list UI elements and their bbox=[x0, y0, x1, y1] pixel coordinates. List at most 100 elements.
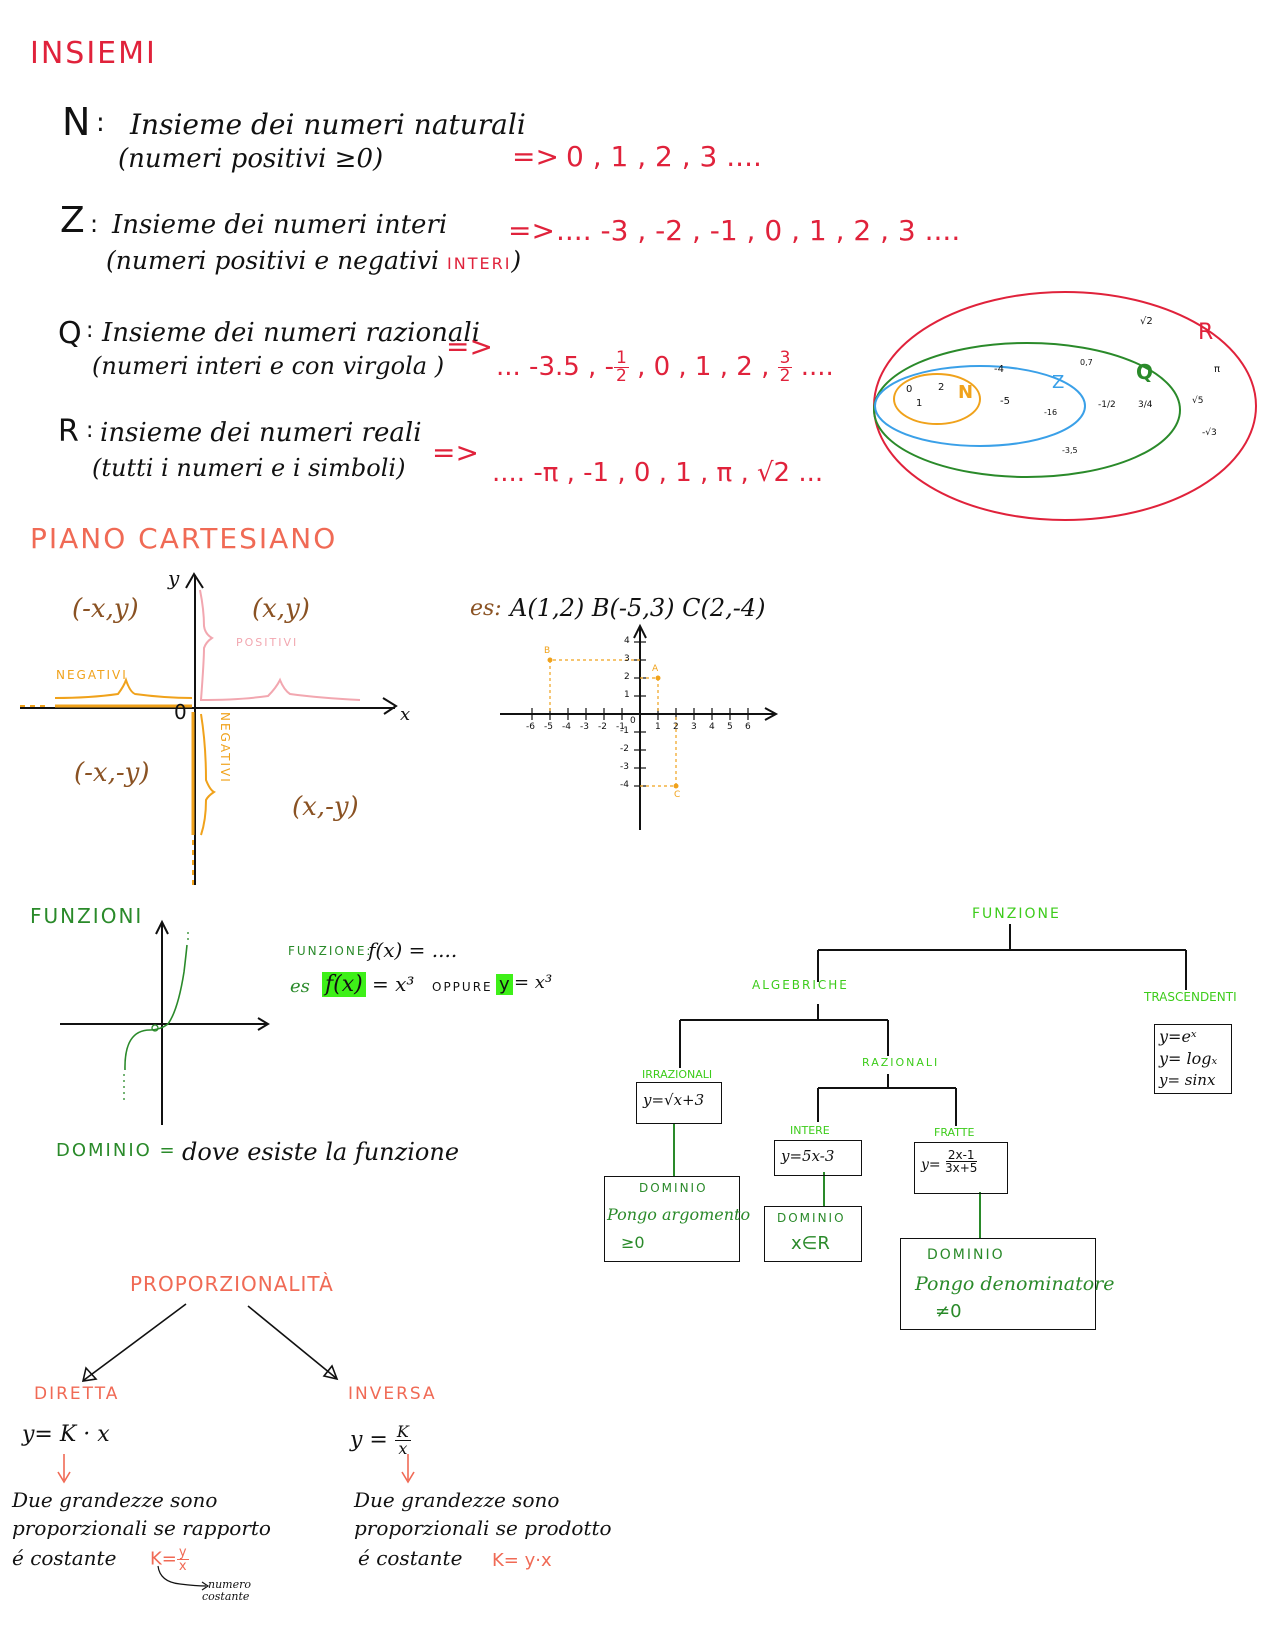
set-n-arrow: => bbox=[512, 140, 559, 173]
point-a-label: A bbox=[652, 664, 659, 674]
venn-n-item: 0 bbox=[906, 384, 913, 395]
set-r-example: .... -π , -1 , 0 , 1 , π , √2 ... bbox=[492, 458, 824, 488]
inversa-text-3: é costante bbox=[358, 1546, 463, 1570]
small-x-tick-label: -4 bbox=[562, 722, 571, 732]
set-q-ex-mid: , 0 , 1 , 2 , bbox=[637, 352, 770, 382]
set-r-desc: insieme dei numeri reali bbox=[100, 418, 422, 448]
big-y-arrow bbox=[185, 572, 204, 589]
small-x-tick-label: -1 bbox=[616, 722, 625, 732]
negativi-v-brace bbox=[200, 713, 216, 836]
venn-n-item: 1 bbox=[916, 398, 923, 409]
set-n-sub: (numeri positivi ≥0) bbox=[118, 144, 384, 174]
point-b-guides bbox=[549, 659, 640, 714]
diretta-text-1: Due grandezze sono bbox=[12, 1488, 218, 1512]
set-q-ex-pre: ... -3.5 , - bbox=[496, 352, 614, 382]
funzione-es-y: y bbox=[496, 974, 513, 995]
big-x-label: x bbox=[400, 704, 411, 725]
set-z-arrow: => bbox=[508, 214, 555, 247]
arrow-to-inversa-head bbox=[322, 1364, 339, 1381]
intere-dom-title: DOMINIO bbox=[777, 1211, 846, 1225]
set-q-desc: Insieme dei numeri razionali bbox=[102, 318, 480, 348]
small-x-tick-label: -2 bbox=[598, 722, 607, 732]
set-z-example: .... -3 , -2 , -1 , 0 , 1 , 2 , 3 .... bbox=[556, 214, 961, 247]
small-x-tick-label: 6 bbox=[745, 722, 751, 732]
venn-z-label: Z bbox=[1052, 372, 1065, 393]
venn-z-item: -5 bbox=[1000, 396, 1010, 407]
origin-label: 0 bbox=[174, 700, 187, 724]
tree-algebriche-label: ALGEBRICHE bbox=[752, 978, 849, 992]
frac-den: 2 bbox=[779, 366, 791, 386]
colon: : bbox=[90, 210, 99, 238]
frac-den: x bbox=[398, 1439, 408, 1458]
venn-q-item: -3,5 bbox=[1062, 446, 1078, 455]
cubic-inflection bbox=[151, 1024, 159, 1032]
small-x-arrow bbox=[764, 707, 779, 721]
big-x-arrow bbox=[382, 697, 398, 715]
intere-dom-cond: x∈R bbox=[791, 1233, 830, 1254]
small-x-tick-label: 3 bbox=[691, 722, 697, 732]
venn-n-item: 2 bbox=[938, 382, 945, 393]
tree-trascendenti-label: TRASCENDENTI bbox=[1144, 990, 1237, 1004]
set-r-sub: (tutti i numeri e i simboli) bbox=[92, 454, 406, 482]
small-y-ticks bbox=[634, 641, 646, 787]
funzioni-title: FUNZIONI bbox=[30, 904, 144, 928]
small-x-tick-label: -6 bbox=[526, 722, 535, 732]
small-x-tick-label: -5 bbox=[544, 722, 553, 732]
funzione-es-label: es bbox=[290, 976, 310, 997]
inversa-down-arrow-head bbox=[401, 1471, 415, 1484]
tree-irrazionali-label: IRRAZIONALI bbox=[642, 1068, 713, 1081]
irrazionali-box: y=√x+3 bbox=[636, 1082, 722, 1124]
insiemi-title: INSIEMI bbox=[30, 36, 157, 71]
set-n-example: 0 , 1 , 2 , 3 .... bbox=[566, 140, 762, 173]
small-y-tick-label: -1 bbox=[620, 726, 629, 736]
fratte-dom-title: DOMINIO bbox=[927, 1247, 1005, 1263]
diretta-formula: y= K · x bbox=[22, 1422, 110, 1447]
intere-box: y=5x-3 bbox=[774, 1140, 862, 1176]
intere-ex: y=5x-3 bbox=[781, 1147, 835, 1165]
set-z-sub-end: ) bbox=[511, 246, 522, 275]
trasc-ex-1: y=eˣ bbox=[1159, 1027, 1197, 1046]
colon: : bbox=[96, 108, 105, 138]
point-b-label: B bbox=[544, 646, 551, 656]
cubic-curve bbox=[124, 944, 188, 1071]
small-x-ticks bbox=[531, 708, 749, 720]
point-c bbox=[673, 783, 679, 789]
frac-num: 1 bbox=[613, 348, 629, 368]
small-x-tick-label: -3 bbox=[580, 722, 589, 732]
frac-num: y bbox=[176, 1545, 189, 1560]
small-y-tick-label: 1 bbox=[624, 690, 630, 700]
diretta-down-arrow-head bbox=[57, 1471, 71, 1484]
negativi-brace bbox=[54, 676, 193, 699]
set-symbol-z: Z bbox=[60, 200, 85, 241]
irr-dominio-box: DOMINIO Pongo argomento ≥0 bbox=[604, 1176, 750, 1262]
frac-num: 3 bbox=[777, 348, 793, 368]
small-y-tick-label: -2 bbox=[620, 744, 629, 754]
set-q-arrow: => bbox=[446, 330, 493, 363]
small-x-tick-label: 5 bbox=[727, 722, 733, 732]
frac-den: 3x+5 bbox=[945, 1161, 978, 1175]
positivi-h-brace bbox=[199, 677, 361, 701]
venn-q-item: -1/2 bbox=[1098, 400, 1116, 410]
small-x-tick-label: 4 bbox=[709, 722, 715, 732]
arrow-to-diretta-head bbox=[81, 1366, 98, 1382]
inversa-label: INVERSA bbox=[348, 1384, 437, 1404]
point-a-guides bbox=[640, 677, 659, 714]
funzione-def-expr: f(x) = .... bbox=[368, 938, 458, 962]
positivi-v-brace bbox=[199, 589, 214, 701]
colon: : bbox=[86, 418, 94, 443]
set-q-ex-post: .... bbox=[800, 352, 834, 382]
venn-q-label: Q bbox=[1136, 360, 1154, 384]
set-n-desc: Insieme dei numeri naturali bbox=[130, 108, 526, 141]
inversa-text-1: Due grandezze sono bbox=[354, 1488, 560, 1512]
trasc-ex-3: y= sinx bbox=[1159, 1071, 1216, 1089]
venn-q-item: 3/4 bbox=[1138, 400, 1153, 410]
trascendenti-box: y=eˣ y= logₓ y= sinx bbox=[1154, 1024, 1232, 1094]
venn-r-item: π bbox=[1214, 364, 1221, 375]
small-y-arrow bbox=[633, 623, 647, 639]
